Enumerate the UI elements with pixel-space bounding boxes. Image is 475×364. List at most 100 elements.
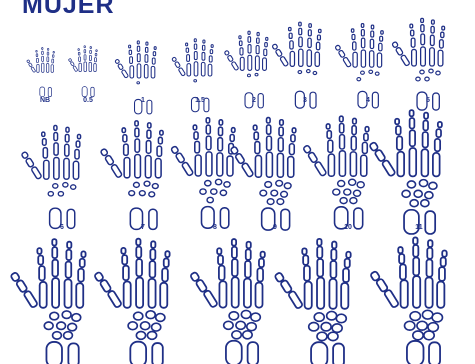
hand-drawing <box>389 225 458 363</box>
thumb-bone <box>100 148 108 156</box>
metacarpal <box>248 55 252 70</box>
age-label: 0.5 <box>68 97 108 104</box>
carpal-bone <box>251 313 260 321</box>
phalanx <box>240 48 243 55</box>
metacarpal <box>350 152 356 176</box>
phalanx <box>65 134 69 142</box>
metacarpal <box>425 277 432 307</box>
metacarpal <box>39 282 46 308</box>
thumb-bone <box>104 155 114 166</box>
phalanx <box>239 41 242 46</box>
phalanx <box>395 126 400 135</box>
phalanx <box>122 255 127 264</box>
phalanx <box>145 55 148 63</box>
metacarpal <box>187 64 191 76</box>
hand-xray-9 <box>245 104 306 226</box>
carpal-bone <box>211 189 217 194</box>
thumb-bone <box>174 61 180 68</box>
phalanx <box>428 240 432 247</box>
metacarpal <box>290 51 294 66</box>
carpal-bone <box>133 182 139 187</box>
phalanx <box>288 27 290 30</box>
carpal-bone <box>236 321 245 329</box>
metacarpal <box>64 158 69 179</box>
metacarpal <box>244 279 251 308</box>
metacarpal <box>148 279 155 308</box>
phalanx <box>248 31 250 34</box>
thumb-bone <box>203 290 218 308</box>
phalanx <box>266 118 270 123</box>
carpal-bone <box>270 190 277 196</box>
metacarpal <box>52 278 59 308</box>
carpal-bone <box>71 185 76 189</box>
carpal-bone <box>412 331 422 340</box>
metacarpal <box>201 62 205 76</box>
phalanx <box>426 260 432 277</box>
carpal-bone <box>410 312 420 321</box>
phalanx <box>361 30 364 36</box>
metacarpal <box>94 64 97 72</box>
phalanx <box>158 137 162 144</box>
metacarpal <box>73 161 78 179</box>
carpal-bone <box>229 312 238 320</box>
radius-bone <box>311 342 327 364</box>
phalanx <box>332 242 336 249</box>
phalanx <box>96 50 97 52</box>
carpal-bone <box>298 71 302 74</box>
metacarpal <box>430 48 435 66</box>
thumb-bone <box>99 279 111 293</box>
hand-xray-stage-14 <box>208 226 276 362</box>
phalanx <box>67 242 71 248</box>
metacarpal <box>51 65 53 73</box>
thumb-bone <box>195 279 207 293</box>
phalanx <box>232 239 236 246</box>
metacarpal <box>263 58 267 70</box>
hand-xray-NB <box>32 40 59 94</box>
phalanx <box>279 120 283 125</box>
carpal-bone <box>67 323 76 330</box>
carpal-bone <box>146 311 155 319</box>
phalanx <box>41 56 43 61</box>
phalanx <box>52 247 57 258</box>
carpal-bone <box>375 72 379 75</box>
hand-xray-5 <box>403 6 453 106</box>
phalanx <box>261 252 265 258</box>
carpal-bone <box>224 321 233 329</box>
phalanx <box>316 42 319 49</box>
hand-drawing <box>293 226 362 364</box>
carpal-bone <box>414 190 422 197</box>
thumb-bone <box>381 160 395 177</box>
age-label: 1 <box>123 97 163 104</box>
hand-drawing <box>345 12 391 104</box>
phalanx <box>343 268 349 282</box>
hand-drawing <box>282 10 329 104</box>
phalanx <box>39 266 45 280</box>
carpal-bone <box>316 332 326 340</box>
phalanx <box>129 45 131 48</box>
phalanx <box>361 24 363 28</box>
carpal-bone <box>243 331 252 339</box>
hand-drawing <box>185 104 245 224</box>
phalanx <box>380 36 383 41</box>
carpal-bone <box>133 312 142 320</box>
thumb-bone <box>23 290 38 308</box>
metacarpal <box>219 281 226 307</box>
phalanx <box>362 142 367 153</box>
metacarpal <box>421 47 426 66</box>
thumb-bone <box>287 290 302 309</box>
metacarpal <box>89 62 92 71</box>
phalanx <box>352 118 356 124</box>
phalanx <box>95 53 97 56</box>
phalanx <box>52 239 56 245</box>
carpal-bone <box>48 192 53 196</box>
metacarpal <box>151 66 155 78</box>
phalanx <box>218 255 223 264</box>
phalanx <box>371 31 374 37</box>
phalanx <box>409 118 414 129</box>
ulna-bone <box>152 343 163 364</box>
phalanx <box>52 260 58 277</box>
thumb-bone <box>307 152 317 164</box>
phalanx <box>361 38 364 48</box>
hand-drawing <box>114 107 173 225</box>
carpal-bone <box>332 324 342 332</box>
